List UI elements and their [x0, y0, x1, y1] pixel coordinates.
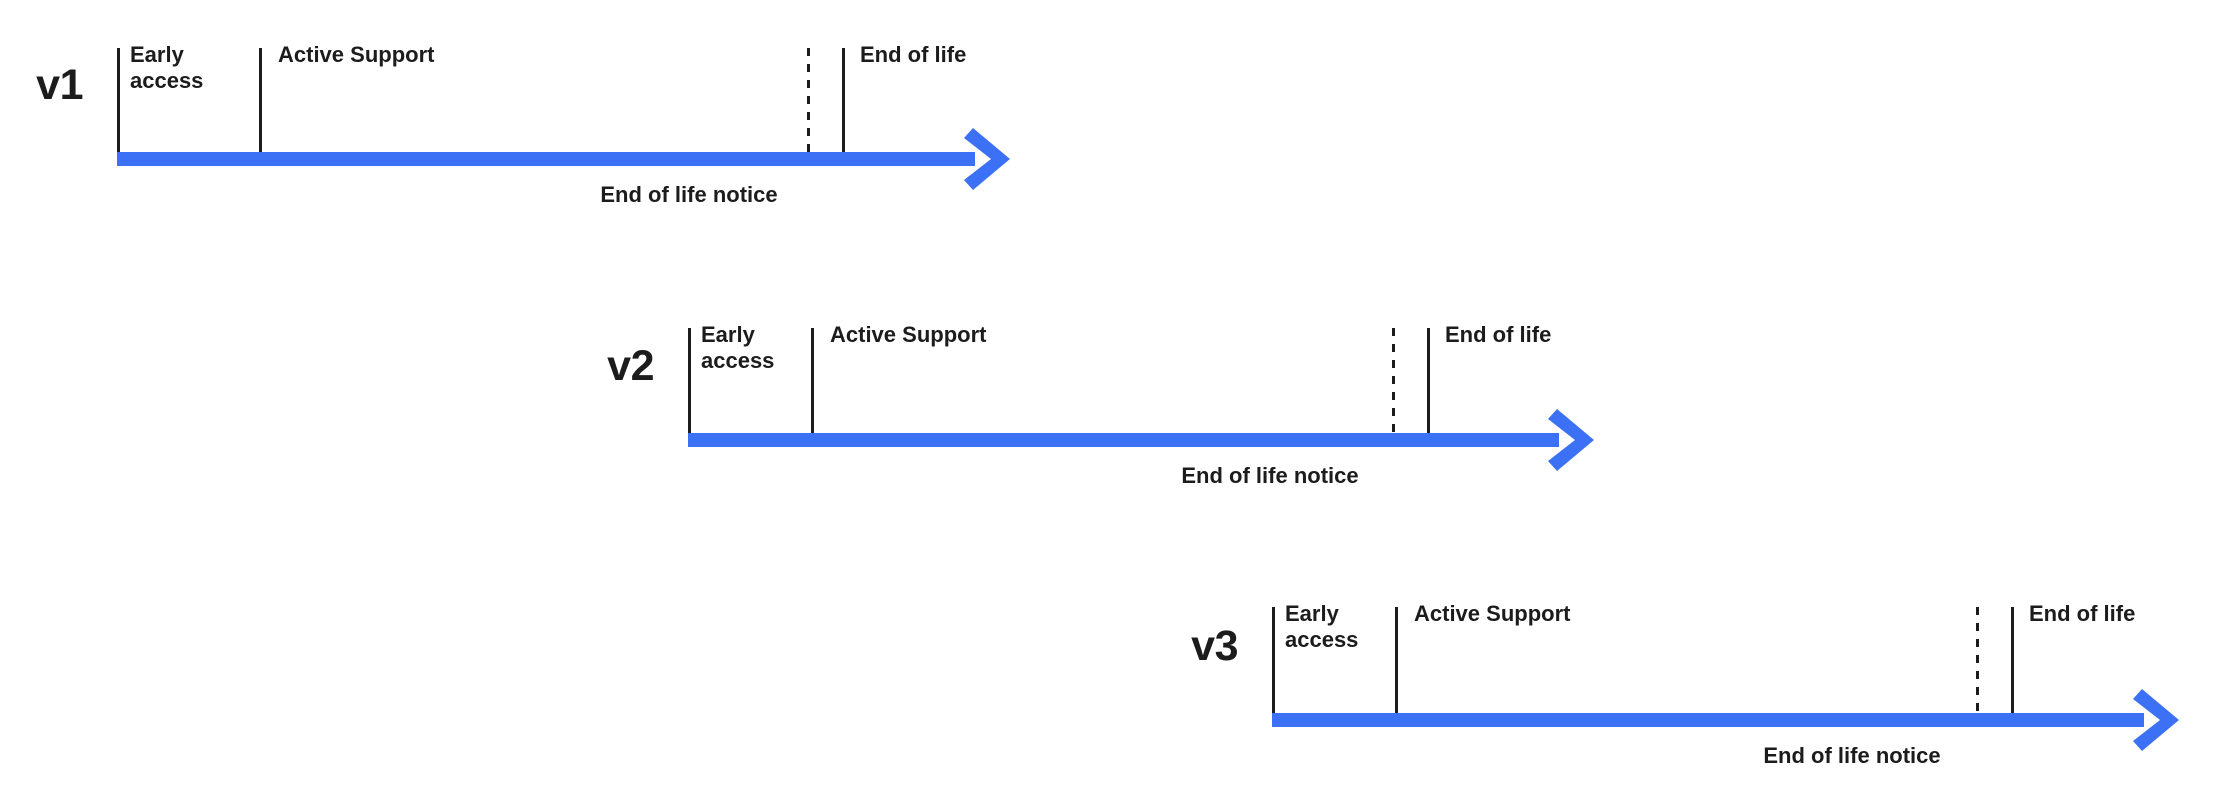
- phase-label: Active Support: [830, 322, 987, 347]
- phase-divider: [259, 48, 262, 152]
- phase-divider: [688, 328, 691, 433]
- phase-divider: [1395, 607, 1398, 713]
- phase-divider: [842, 48, 845, 152]
- end-of-life-notice-label: End of life notice: [600, 182, 778, 207]
- phase-label: Early access: [130, 42, 204, 93]
- phase-divider: [1272, 607, 1275, 713]
- phase-label: End of life: [1445, 322, 1552, 347]
- end-of-life-notice-marker: [807, 48, 810, 152]
- phase-label: Early access: [1285, 601, 1359, 652]
- arrow-head-icon: [2132, 687, 2182, 753]
- timeline-arrow: [117, 126, 1013, 192]
- phase-label: End of life: [860, 42, 967, 67]
- end-of-life-notice-label: End of life notice: [1763, 743, 1941, 768]
- timeline-bar: [117, 152, 975, 166]
- phase-label: Active Support: [1414, 601, 1571, 626]
- timeline-arrow: [688, 407, 1597, 473]
- version-label-v2: v2: [607, 342, 654, 390]
- arrow-head-icon: [1547, 407, 1597, 473]
- phase-divider: [811, 328, 814, 433]
- phase-label: Active Support: [278, 42, 435, 67]
- phase-label: Early access: [701, 322, 775, 373]
- end-of-life-notice-label: End of life notice: [1181, 463, 1359, 488]
- phase-divider: [1427, 328, 1430, 433]
- phase-divider: [2011, 607, 2014, 713]
- arrow-head-icon: [963, 126, 1013, 192]
- timeline-bar: [688, 433, 1559, 447]
- end-of-life-notice-marker: [1392, 328, 1395, 433]
- version-label-v1: v1: [36, 61, 83, 109]
- phase-label: End of life: [2029, 601, 2136, 626]
- phase-divider: [117, 48, 120, 152]
- timeline-arrow: [1272, 687, 2182, 753]
- timeline-bar: [1272, 713, 2144, 727]
- end-of-life-notice-marker: [1976, 607, 1979, 713]
- version-label-v3: v3: [1191, 622, 1238, 670]
